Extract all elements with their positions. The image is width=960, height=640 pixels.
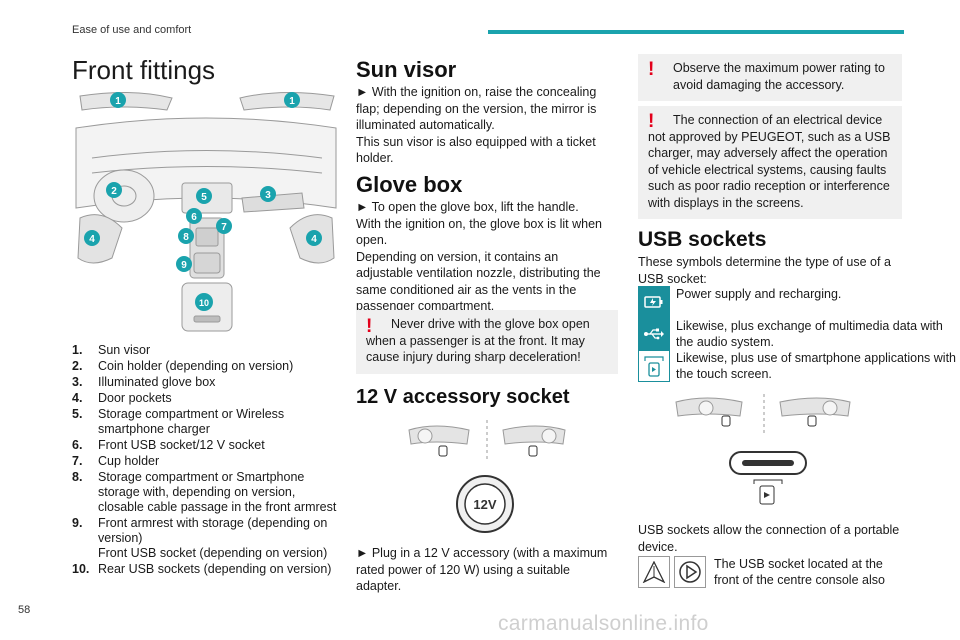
svg-text:10: 10	[199, 298, 209, 308]
callout-1b: 1	[284, 92, 300, 108]
callout-2: 2	[106, 182, 122, 198]
legend-item: 6.Front USB socket/12 V socket	[72, 438, 265, 452]
glove-box-heading: Glove box	[356, 172, 463, 197]
usb-type-apps: Likewise, plus use of smartphone applica…	[638, 350, 960, 382]
usb-front-text: The USB socket located at the front of t…	[714, 557, 885, 587]
device-approval-warning: ! The connection of an electrical device…	[638, 106, 902, 219]
warning-icon: !	[648, 111, 655, 132]
svg-text:9: 9	[181, 260, 187, 271]
carplay-icon	[674, 556, 706, 588]
usb-symbol-icon	[638, 318, 670, 350]
running-header: Ease of use and comfort	[72, 24, 192, 36]
watermark: carmanualsonline.info	[498, 612, 709, 635]
usb-type-power: Power supply and recharging.	[638, 286, 841, 318]
svg-text:8: 8	[183, 232, 189, 243]
svg-text:2: 2	[111, 186, 117, 197]
legend-item: 5.Storage compartment or Wireless smartp…	[72, 407, 285, 436]
svg-text:6: 6	[191, 212, 197, 223]
callout-4b: 4	[306, 230, 322, 246]
usb-type-data: Likewise, plus exchange of multimedia da…	[638, 318, 960, 350]
legend-item: 7.Cup holder	[72, 454, 160, 468]
legend-list: 1.Sun visor 2.Coin holder (depending on …	[72, 343, 344, 578]
usb-allow-text: USB sockets allow the connection of a po…	[638, 523, 900, 554]
callout-7: 7	[216, 218, 232, 234]
callout-8: 8	[178, 228, 194, 244]
svg-text:1: 1	[115, 96, 121, 107]
svg-text:3: 3	[265, 190, 271, 201]
carplay-androidauto-row: The USB socket located at the front of t…	[638, 556, 892, 588]
socket-heading: 12 V accessory socket	[356, 386, 570, 408]
warning-icon: !	[366, 316, 373, 337]
glove-box-body: ► To open the glove box, lift the handle…	[356, 200, 602, 313]
callout-5: 5	[196, 188, 212, 204]
legend-item: 10.Rear USB sockets (depending on versio…	[72, 562, 332, 576]
header-accent-bar	[488, 30, 904, 34]
svg-text:4: 4	[89, 234, 95, 245]
svg-text:4: 4	[311, 234, 317, 245]
smartphone-app-icon	[638, 350, 670, 382]
android-auto-icon	[638, 556, 670, 588]
callout-10: 10	[195, 293, 213, 311]
legend-item: 1.Sun visor	[72, 343, 151, 357]
warning-icon: !	[648, 59, 655, 80]
usb-heading: USB sockets	[638, 228, 767, 251]
sun-visor-heading: Sun visor	[356, 57, 457, 82]
socket-label: 12V	[473, 497, 496, 512]
usb-socket-illustration	[675, 394, 851, 505]
callout-9: 9	[176, 256, 192, 272]
svg-text:5: 5	[201, 192, 207, 203]
legend-item: 2.Coin holder (depending on version)	[72, 359, 294, 373]
page-title: Front fittings	[72, 55, 216, 85]
usb-intro: These symbols determine the type of use …	[638, 255, 891, 286]
legend-item: 9.Front armrest with storage (depending …	[72, 516, 328, 560]
callout-1a: 1	[110, 92, 126, 108]
legend-item: 8.Storage compartment or Smartphone stor…	[72, 470, 337, 514]
sun-visor-body: ► With the ignition on, raise the concea…	[356, 85, 597, 165]
callout-3: 3	[260, 186, 276, 202]
socket-illustration: 12V	[408, 420, 566, 533]
glove-box-warning: ! Never drive with the glove box open wh…	[356, 310, 618, 374]
svg-text:1: 1	[289, 96, 295, 107]
legend-item: 4.Door pockets	[72, 391, 172, 405]
dashboard-illustration: 1 1 2 3 4 4 5 6 7 8 9 10	[75, 91, 337, 332]
page-number: 58	[18, 604, 31, 616]
callout-4a: 4	[84, 230, 100, 246]
legend-item: 3.Illuminated glove box	[72, 375, 216, 389]
socket-body: ► Plug in a 12 V accessory (with a maxim…	[356, 546, 608, 593]
power-rating-warning: ! Observe the maximum power rating to av…	[638, 54, 902, 101]
svg-text:7: 7	[221, 222, 227, 233]
callout-6: 6	[186, 208, 202, 224]
battery-charge-icon	[638, 286, 670, 318]
